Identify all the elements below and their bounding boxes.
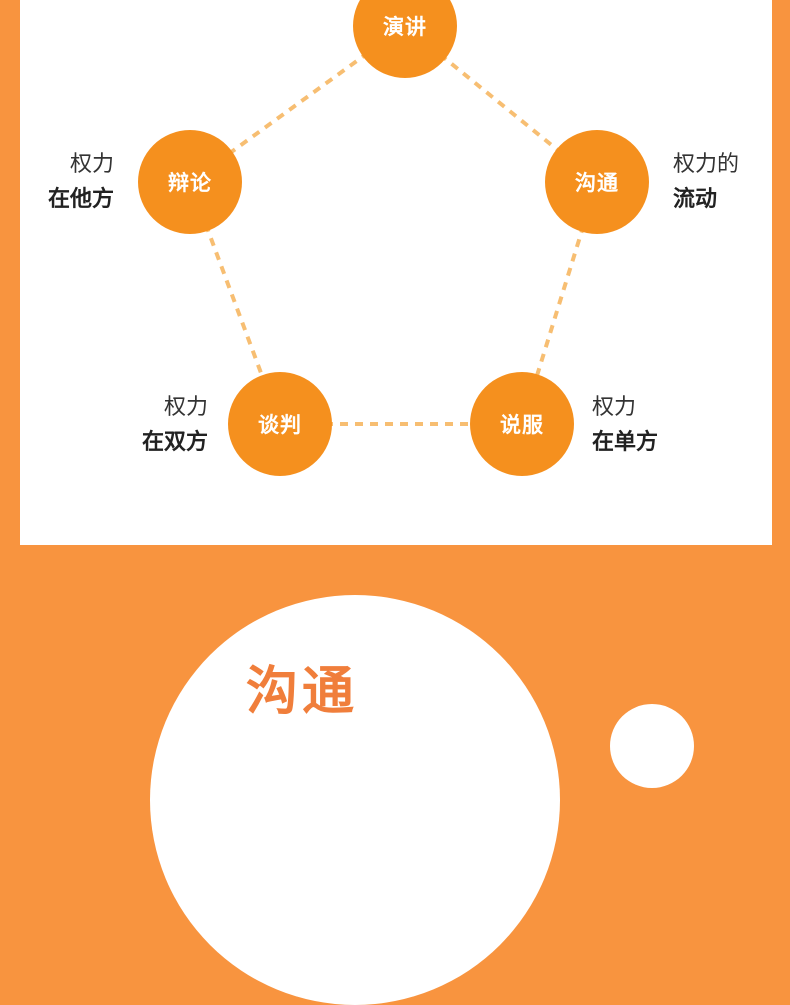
label-debate-line1: 权力 [69,152,114,177]
label-negotiation-line2: 在双方 [141,430,208,455]
label-debate-line2: 在他方 [47,187,114,212]
node-debate: 辩论 [138,130,242,234]
label-persuasion: 权力 在单方 [592,390,692,460]
label-negotiation-line1: 权力 [163,395,208,420]
label-persuasion-line1: 权力 [592,395,637,420]
node-persuasion: 说服 [470,372,574,476]
label-communication-line1: 权力的 [673,152,740,177]
label-persuasion-line2: 在单方 [592,430,659,455]
section-title: 沟通 [246,662,359,722]
label-debate: 权力 在他方 [20,147,114,217]
label-negotiation: 权力 在双方 [110,390,208,460]
edge-top-upper-right [403,24,599,184]
decorative-circle [610,704,694,788]
label-communication: 权力的 流动 [673,147,773,217]
node-negotiation: 谈判 [228,372,332,476]
section-circle [150,595,560,1005]
node-communication: 沟通 [545,130,649,234]
label-communication-line2: 流动 [673,187,718,212]
diagram-panel [20,0,772,545]
